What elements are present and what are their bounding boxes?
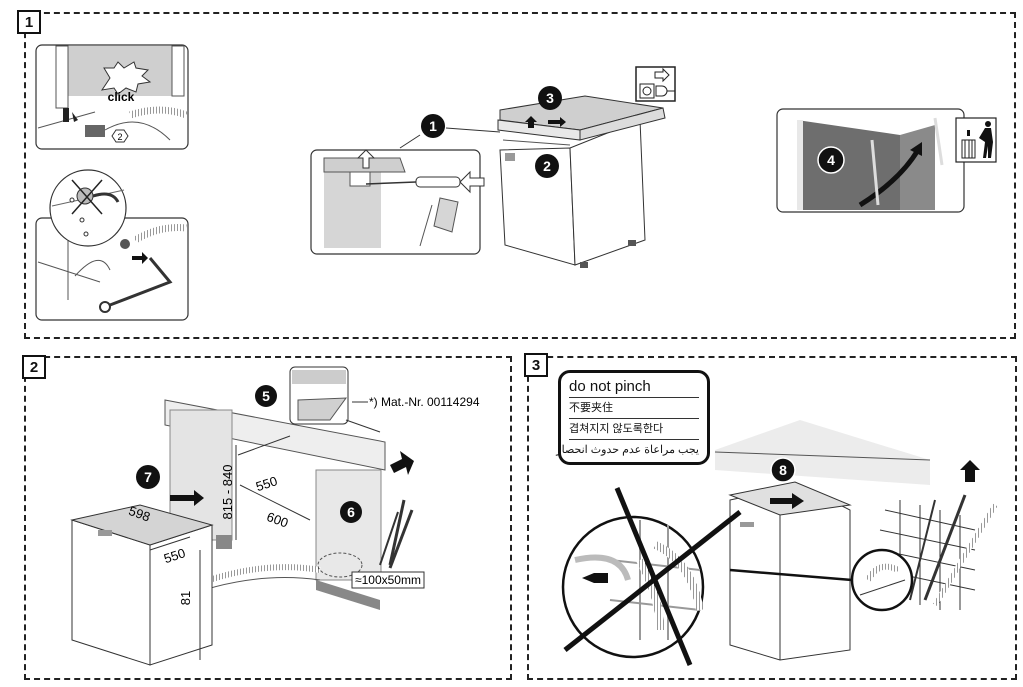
panel-2 [24,356,512,680]
dishwasher-final [728,481,852,661]
step-7-badge: 7 [136,465,160,489]
warning-ko: 겹쳐지지 않도록한다 [569,419,699,440]
svg-text:5: 5 [262,388,270,404]
dim-height-range: 815 - 840 [220,465,235,520]
step-3-badge: 3 [538,86,562,110]
panel-2-number: 2 [22,355,46,379]
dim-appliance-depth: 550 [162,545,187,566]
warning-zh: 不要夹住 [569,398,699,419]
click-label: click [108,90,135,104]
dim-appliance-height: 81 [178,591,193,605]
unplug-icon [635,66,676,102]
no-leak-magnifier [49,169,127,247]
niche-installation-drawing [164,399,414,610]
dim-niche-width: 600 [265,509,291,531]
dim-appliance-width: 598 [127,503,153,525]
panel-1 [24,12,1016,339]
detail-inset-strip [289,366,381,433]
step-2-badge: 2 [535,154,559,178]
step-1-badge: 1 [421,114,445,138]
step-4-badge: 4 [817,146,845,174]
do-not-pinch-circle [561,487,742,666]
svg-text:4: 4 [827,152,835,168]
counter-and-tiles [714,420,998,610]
step-5-badge: 5 [255,385,277,407]
svg-text:8: 8 [779,462,787,478]
svg-text:7: 7 [144,469,152,485]
dispose-trash-icon [955,117,997,163]
warning-callout: do not pinch 不要夹住 겹쳐지지 않도록한다 يجب مراعاة … [556,370,710,465]
pinch-detail-circle [729,548,914,612]
step-6-badge: 6 [340,501,362,523]
panel-3-number: 3 [524,353,548,377]
panel-3 [527,356,1017,680]
inset-electrical-connection [35,44,189,150]
part-number-note: *) Mat.-Nr. 00114294 [369,395,480,409]
dim-niche-depth: 550 [254,473,279,494]
svg-text:3: 3 [546,90,554,106]
panel-1-number: 1 [17,10,41,34]
svg-text:6: 6 [347,504,355,520]
step-8-badge: 8 [770,457,796,483]
dishwasher-slide-in [70,435,311,666]
dim-opening-size: ≈100x50mm [355,573,421,587]
warning-en: do not pinch [569,377,699,398]
dishwasher-top-removal [497,95,666,268]
inset-remove-bracket [776,108,965,213]
svg-text:1: 1 [429,118,437,134]
svg-text:2: 2 [543,158,551,174]
inset-screwdriver-detail [310,127,501,255]
sub-step-2-label: 2 [117,132,122,142]
warning-ar: يجب مراعاة عدم حدوث انحصار [556,444,699,456]
